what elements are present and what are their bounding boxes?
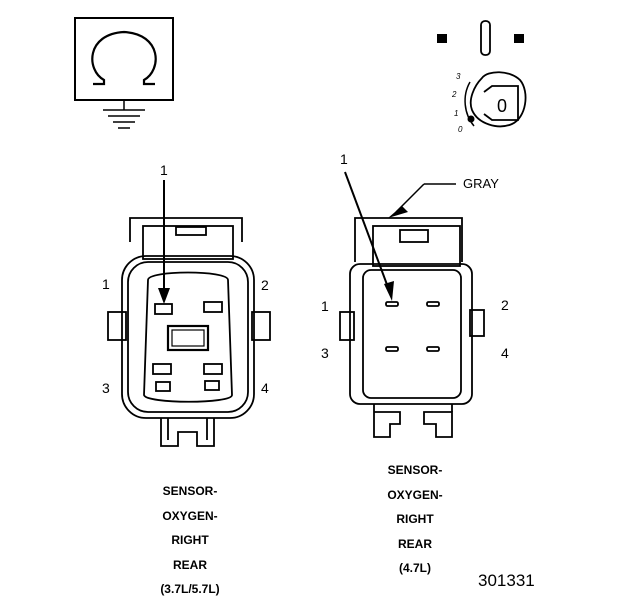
right-connector — [339, 171, 485, 438]
left-pin-1: 1 — [102, 276, 110, 292]
right-callout-number: 1 — [340, 151, 348, 167]
ohmmeter-icon — [74, 17, 174, 129]
right-caption-line-4: REAR — [397, 536, 432, 551]
left-callout-number: 1 — [160, 162, 168, 178]
left-pin-3: 3 — [102, 380, 110, 396]
right-connector-caption: SENSOR- OXYGEN- RIGHT REAR (4.7L) — [355, 458, 475, 581]
left-caption-line-4: REAR — [172, 557, 207, 572]
right-caption-line-5: (4.7L) — [398, 561, 431, 575]
ignition-position-0: 0 — [458, 125, 463, 134]
right-pin-2: 2 — [501, 297, 509, 313]
ignition-position-3: 3 — [456, 72, 461, 81]
ignition-switch-icon — [437, 20, 527, 128]
left-caption-line-1: SENSOR- — [162, 484, 218, 498]
right-pin-4: 4 — [501, 345, 509, 361]
figure-number: 301331 — [478, 571, 535, 590]
right-caption-line-2: OXYGEN- — [387, 487, 443, 502]
left-connector-caption: SENSOR- OXYGEN- RIGHT REAR (3.7L/5.7L) — [130, 479, 250, 602]
right-pin-3: 3 — [321, 345, 329, 361]
right-caption-line-1: SENSOR- — [387, 463, 443, 477]
left-pin-4: 4 — [261, 380, 269, 396]
right-caption-line-3: RIGHT — [396, 512, 434, 526]
left-caption-line-5: (3.7L/5.7L) — [160, 582, 220, 596]
ignition-position-2: 2 — [452, 90, 457, 99]
ignition-key-label: 0 — [497, 96, 508, 116]
left-connector — [107, 180, 271, 447]
wire-color-label: GRAY — [463, 176, 499, 191]
ignition-position-1: 1 — [454, 109, 459, 118]
left-pin-2: 2 — [261, 277, 269, 293]
left-caption-line-2: OXYGEN- — [162, 508, 218, 523]
left-caption-line-3: RIGHT — [171, 533, 209, 547]
right-pin-1: 1 — [321, 298, 329, 314]
